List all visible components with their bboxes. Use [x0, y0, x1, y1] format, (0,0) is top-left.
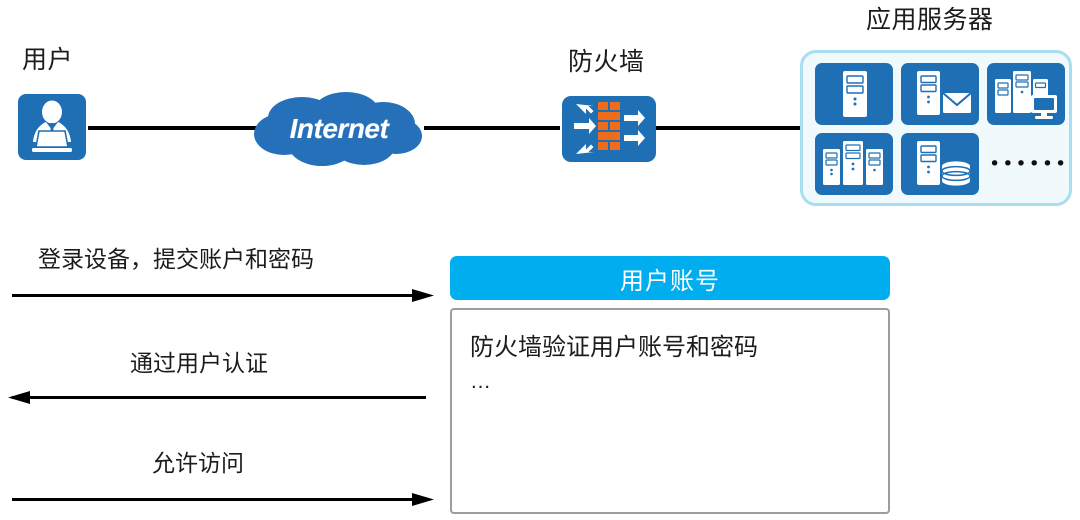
database-server-icon [901, 133, 979, 195]
user-account-panel-body: 防火墙验证用户账号和密码 … [450, 308, 890, 514]
link-firewall-servers [654, 126, 804, 130]
more-servers-indicator: •••••• [989, 153, 1069, 175]
firewall-label: 防火墙 [568, 48, 645, 76]
server-rack-monitor-icon [987, 63, 1065, 125]
flow-arrow-3 [12, 493, 434, 506]
flow-arrow-1 [12, 289, 434, 302]
user-account-panel-header: 用户账号 [450, 256, 890, 300]
application-server-group: •••••• [800, 50, 1072, 206]
link-internet-firewall [424, 126, 560, 130]
flow-arrow-2 [8, 391, 426, 404]
flow-step-label-3: 允许访问 [152, 450, 244, 476]
flow-step-label-2: 通过用户认证 [130, 350, 268, 376]
internet-label: Internet [289, 113, 389, 144]
firewall-brick-icon [562, 96, 656, 162]
link-user-internet [88, 126, 260, 130]
internet-cloud-icon: Internet [250, 88, 428, 170]
server-group-title: 应用服务器 [866, 6, 994, 34]
user-account-panel: 用户账号 防火墙验证用户账号和密码 … [450, 256, 890, 514]
user-label: 用户 [22, 46, 74, 74]
panel-body-line-2: … [470, 370, 493, 394]
server-rack-icon [815, 133, 893, 195]
mail-server-icon [901, 63, 979, 125]
flow-step-label-1: 登录设备，提交账户和密码 [38, 246, 314, 272]
server-tower-icon [815, 63, 893, 125]
user-at-laptop-icon [18, 94, 86, 160]
panel-body-line-1: 防火墙验证用户账号和密码 [470, 334, 758, 361]
